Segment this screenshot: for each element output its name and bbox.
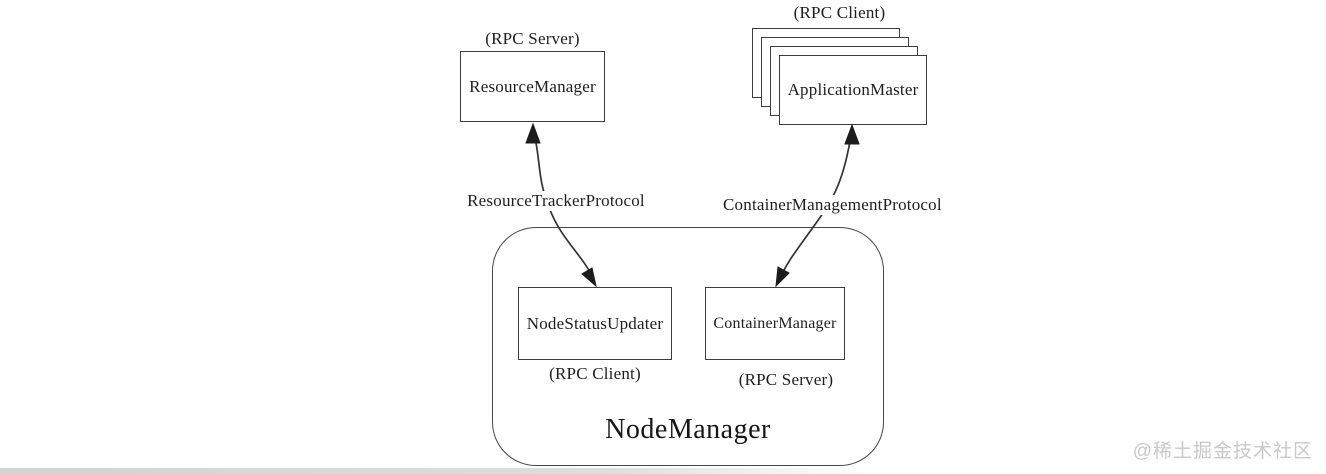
node-status-updater-box: NodeStatusUpdater	[518, 287, 672, 360]
application-master-label: ApplicationMaster	[787, 80, 919, 99]
resource-manager-label: ResourceManager	[469, 76, 596, 96]
application-master-box: ApplicationMaster	[779, 55, 927, 125]
container-management-protocol-label: ContainerManagementProtocol	[721, 195, 943, 215]
node-status-updater-sublabel: (RPC Client)	[549, 364, 641, 383]
rpc-client-top-label: (RPC Client)	[793, 3, 886, 22]
arrowhead-up-application-master	[844, 123, 860, 145]
node-manager-title: NodeManager	[605, 414, 771, 445]
container-manager-box: ContainerManager	[705, 287, 845, 360]
arrowhead-up-resource-manager	[525, 122, 541, 144]
container-manager-label: ContainerManager	[713, 314, 837, 332]
container-manager-sublabel: (RPC Server)	[738, 370, 834, 389]
node-status-updater-label: NodeStatusUpdater	[526, 313, 664, 333]
resource-tracker-protocol-label: ResourceTrackerProtocol	[463, 191, 649, 211]
node-manager-group-box	[492, 227, 884, 466]
rpc-server-top-label: (RPC Server)	[485, 29, 580, 48]
scan-artifact-strip	[0, 468, 865, 474]
resource-manager-box: ResourceManager	[460, 51, 605, 122]
watermark-text: @稀土掘金技术社区	[1132, 441, 1313, 462]
